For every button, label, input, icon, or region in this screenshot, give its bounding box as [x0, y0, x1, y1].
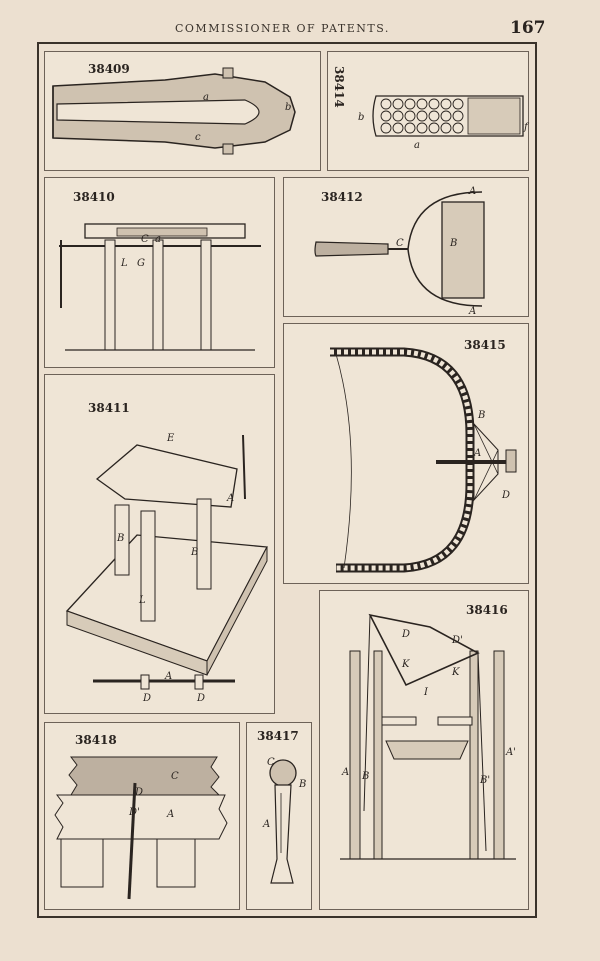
- label-l: L: [138, 595, 146, 606]
- label-c: C: [171, 771, 179, 782]
- running-header-title: COMMISSIONER OF PATENTS.: [175, 22, 390, 35]
- figure-drawing-curved-frame: B A D: [330, 347, 517, 573]
- label-k-left: K: [401, 659, 410, 670]
- label-b: b: [358, 112, 364, 123]
- label-a: a: [155, 234, 161, 245]
- label-a: A: [341, 767, 349, 778]
- label-a: A: [226, 493, 234, 504]
- page-header: COMMISSIONER OF PATENTS. 167: [0, 18, 600, 42]
- label-c: C: [396, 238, 404, 249]
- label-d: D: [501, 490, 510, 501]
- label-b: B: [449, 238, 457, 249]
- label-l: L: [120, 258, 128, 269]
- label-b: b: [285, 102, 291, 113]
- label-a-prime: A': [505, 747, 516, 758]
- label-b: B: [477, 410, 485, 421]
- label-d-prime: D': [451, 635, 463, 646]
- figure-drawing-tool: C B A: [262, 757, 306, 884]
- label-c: C: [267, 757, 275, 768]
- patent-number: 38412: [321, 190, 363, 204]
- figure-panel-38415: 38415 B A D: [283, 323, 529, 584]
- patent-plate: [37, 42, 537, 918]
- figure-drawing-cartridge: b a f: [358, 95, 530, 151]
- patent-number: 38416: [466, 603, 508, 617]
- figure-panel-38410: 38410 C a L G: [44, 177, 275, 368]
- figure-drawing-bench: C a L G: [59, 223, 261, 351]
- figure-drawing-roller: A B C A: [314, 186, 485, 317]
- label-a: A: [473, 448, 481, 459]
- label-b-right: B: [190, 547, 198, 558]
- label-b: B: [298, 779, 306, 790]
- label-d-prime: D': [128, 807, 140, 818]
- patent-number: 38415: [464, 338, 506, 352]
- label-e: E: [166, 433, 175, 444]
- label-d-right: D: [196, 693, 205, 704]
- patent-number: 38411: [88, 401, 130, 415]
- patent-number: 38409: [88, 62, 130, 76]
- figure-panel-38416: 38416 D D' K K I A B B' A': [319, 590, 529, 910]
- label-a: A: [166, 809, 174, 820]
- label-c: C: [141, 234, 149, 245]
- label-d: D: [401, 629, 410, 640]
- patent-number: 38418: [75, 733, 117, 747]
- patent-number: 38417: [257, 729, 299, 743]
- label-d: D: [134, 787, 143, 798]
- label-a: a: [203, 92, 209, 103]
- label-a-top: A: [468, 186, 476, 197]
- label-b: B: [361, 771, 369, 782]
- figure-panel-38414: 38414 b a f: [327, 51, 530, 171]
- label-a-rod: A: [164, 671, 172, 682]
- figure-drawing-band-clamp: C D D' A: [54, 756, 228, 900]
- figure-panel-38411: 38411 E A B B L A D D: [44, 374, 275, 714]
- figure-panel-38412: 38412 A B C A: [283, 177, 529, 317]
- label-d-left: D: [142, 693, 151, 704]
- page-number: 167: [510, 18, 546, 38]
- label-f: f: [523, 122, 530, 133]
- label-b-prime: B': [479, 775, 490, 786]
- label-a: a: [414, 140, 420, 151]
- patent-number: 38410: [73, 190, 115, 204]
- figure-drawing-cannon-section: a b c: [52, 67, 296, 155]
- label-b-left: B: [116, 533, 124, 544]
- label-k-right: K: [451, 667, 460, 678]
- figure-panel-38409: 38409 a b c: [44, 51, 321, 171]
- label-g: G: [137, 258, 145, 269]
- figure-drawing-pump-frame: D D' K K I A B B' A': [340, 613, 516, 860]
- label-a-bottom: A: [468, 306, 476, 317]
- figure-drawing-stand-and-rod: E A B B L A D D: [65, 433, 269, 704]
- label-a: A: [262, 819, 270, 830]
- figure-panel-38417: 38417 C B A: [246, 722, 312, 910]
- label-i: I: [423, 687, 429, 698]
- label-c: c: [195, 132, 201, 143]
- figure-panel-38418: 38418 C D D' A: [44, 722, 240, 910]
